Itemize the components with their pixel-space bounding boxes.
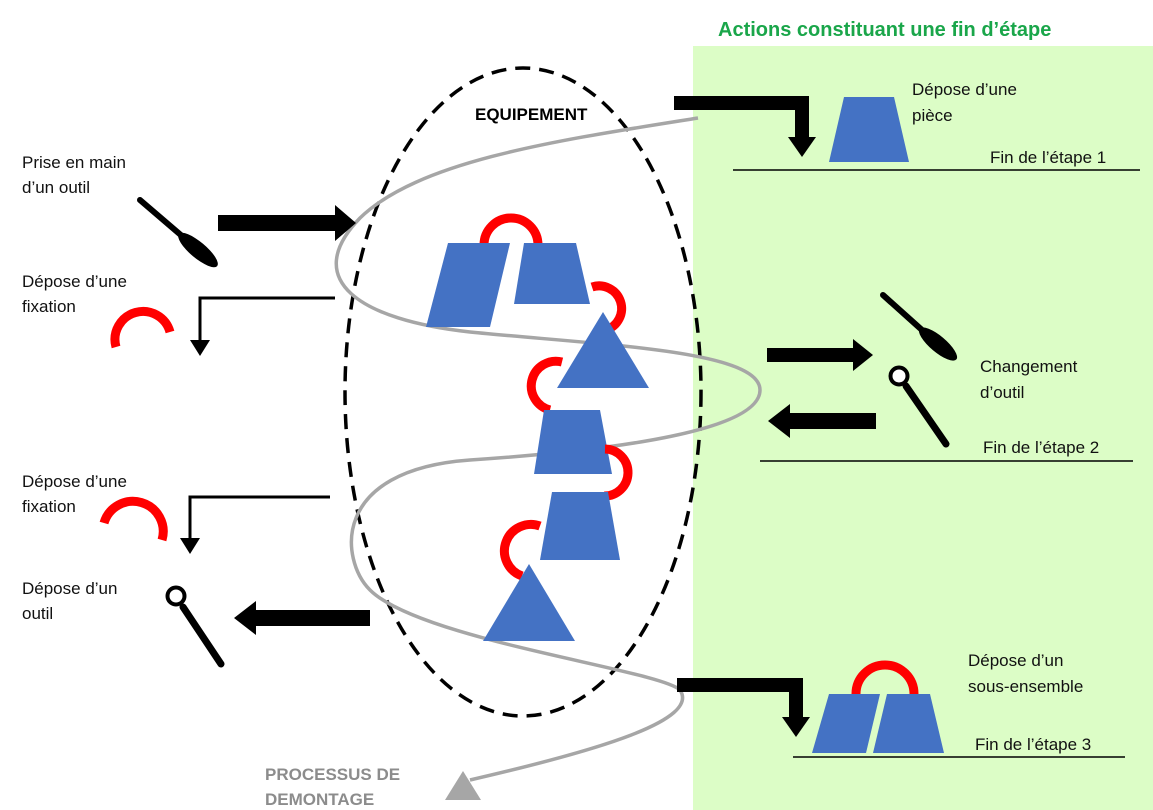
fixation-2-label-1: Dépose d’une: [22, 472, 127, 491]
drop-subassembly-label-1: Dépose d’un: [968, 651, 1063, 670]
drop-subassembly-arrowhead: [782, 717, 810, 737]
tool-change-label-1: Changement: [980, 357, 1078, 376]
part-icon: [514, 243, 590, 304]
fixation-1-label-1: Dépose d’une: [22, 272, 127, 291]
part-icon: [557, 312, 649, 388]
fixation-clip-icon: [110, 307, 175, 349]
take-tool-label-1: Prise en main: [22, 153, 126, 172]
fixation-clip-icon: [99, 496, 168, 542]
fixation-clip-icon: [603, 444, 633, 501]
process-label-line2: DEMONTAGE: [265, 790, 374, 809]
process-label-line1: PROCESSUS DE: [265, 765, 400, 784]
part-icon: [873, 694, 944, 753]
tool-change-arrow-out: [767, 339, 873, 371]
fixation-clip-icon: [499, 519, 542, 581]
screwdriver-icon: [880, 292, 958, 361]
drop-part-arrow: [674, 96, 809, 138]
step-2-label: Fin de l’étape 2: [983, 438, 1099, 457]
part-icon: [540, 492, 620, 560]
equipment-label: EQUIPEMENT: [475, 105, 588, 124]
fixation-2-label-2: fixation: [22, 497, 76, 516]
wrench-icon: [888, 365, 950, 448]
tool-change-arrow-in: [768, 404, 876, 438]
part-icon: [426, 243, 510, 327]
drop-tool-label-2: outil: [22, 604, 53, 623]
take-tool-arrow: [218, 205, 356, 241]
fixation-2-arrow: [188, 495, 330, 538]
equipment-parts: [426, 213, 649, 641]
drop-part-label-2: pièce: [912, 106, 953, 125]
drop-part-arrowhead: [788, 137, 816, 157]
fixation-1-arrow: [198, 296, 335, 340]
part-icon: [829, 97, 909, 162]
fixation-clip-icon: [851, 660, 919, 695]
drop-tool-label-1: Dépose d’un: [22, 579, 117, 598]
zone-title: Actions constituant une fin d’étape: [718, 19, 1051, 41]
tool-change-label-2: d’outil: [980, 383, 1024, 402]
drop-part-label-1: Dépose d’une: [912, 80, 1017, 99]
fixation-2-arrowhead: [180, 538, 200, 554]
step-3-label: Fin de l’étape 3: [975, 735, 1091, 754]
wrench-icon: [165, 585, 225, 668]
step-1-label: Fin de l’étape 1: [990, 148, 1106, 167]
part-icon: [812, 694, 880, 753]
equipment-boundary: [343, 66, 703, 718]
disassembly-process-path: [334, 116, 762, 782]
part-icon: [483, 564, 575, 641]
process-arrowhead: [445, 771, 481, 800]
drop-tool-arrow: [234, 601, 370, 635]
fixation-clip-icon: [479, 213, 543, 246]
drop-subassembly-arrow: [677, 678, 803, 718]
fixation-clip-icon: [526, 356, 564, 415]
drop-subassembly-label-2: sous-ensemble: [968, 677, 1083, 696]
screwdriver-icon: [137, 197, 218, 268]
part-icon: [534, 410, 612, 474]
fixation-clip-icon: [590, 281, 627, 335]
take-tool-label-2: d’un outil: [22, 178, 90, 197]
fixation-1-arrowhead: [190, 340, 210, 356]
fixation-1-label-2: fixation: [22, 297, 76, 316]
